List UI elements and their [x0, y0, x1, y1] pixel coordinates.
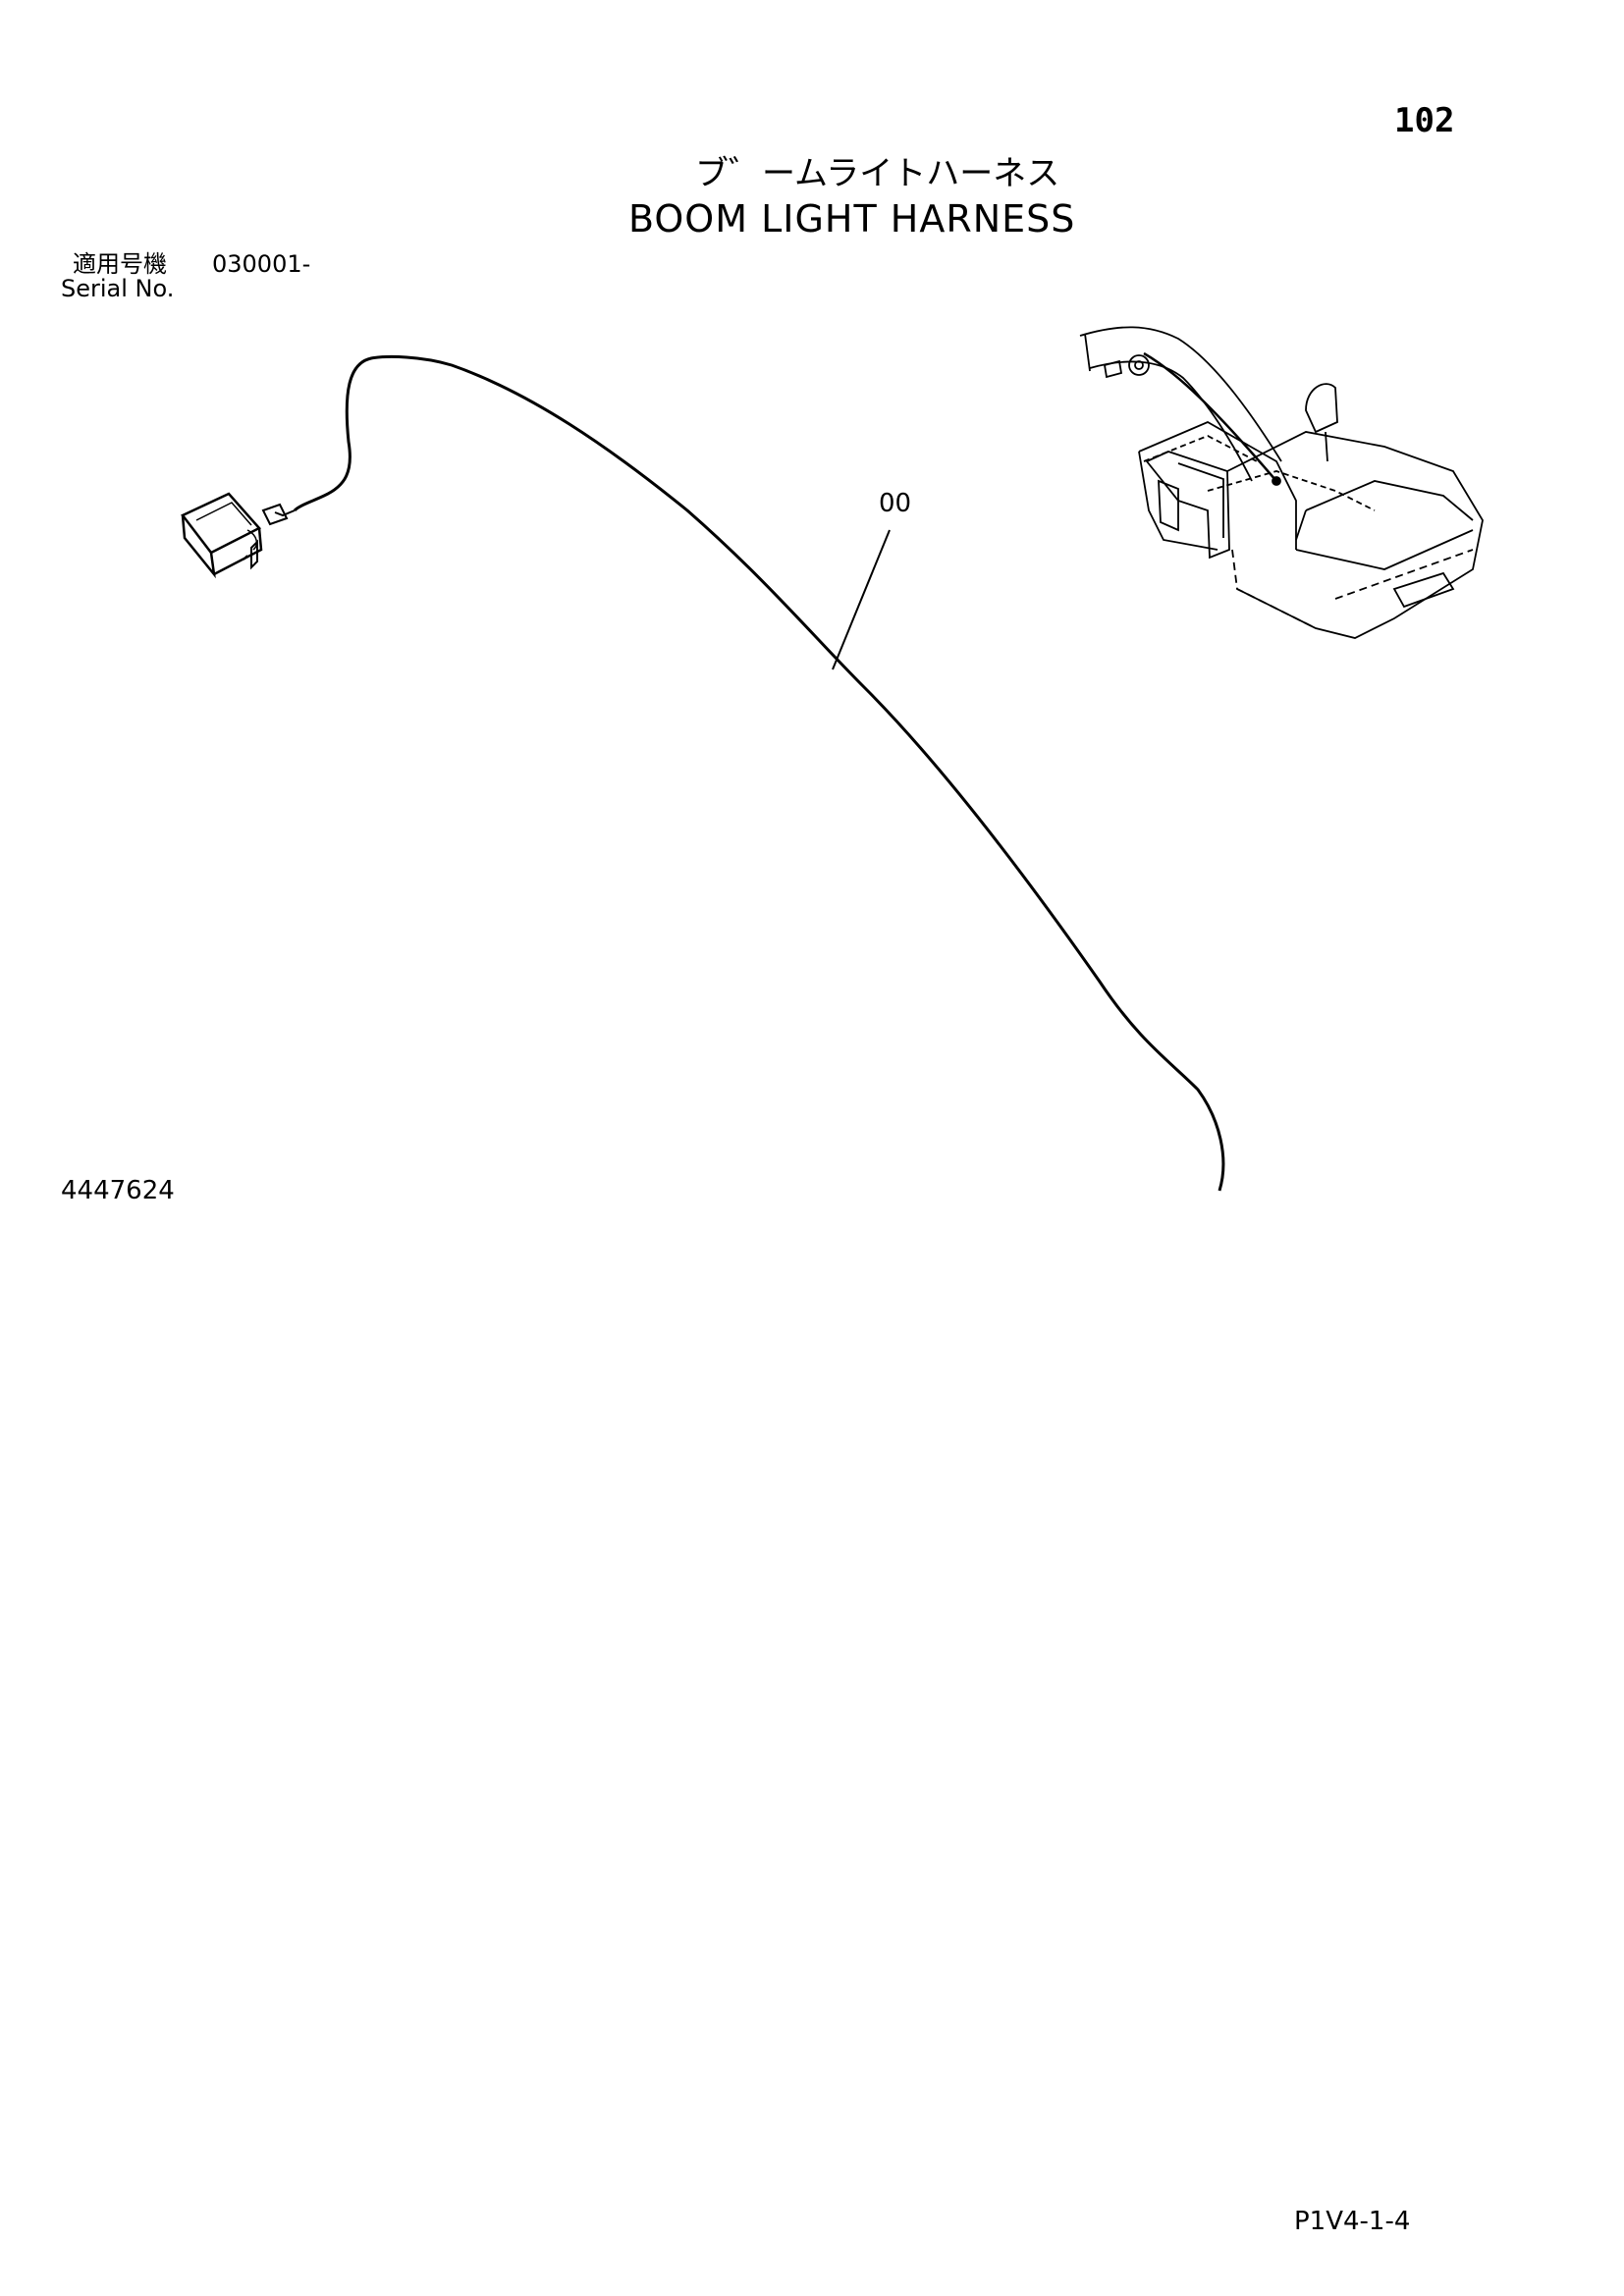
- machine-reference-sketch: [1079, 326, 1484, 639]
- title-english: BOOM LIGHT HARNESS: [628, 197, 1076, 240]
- callout-label-00: 00: [879, 489, 912, 518]
- footer-code: P1V4-1-4: [1294, 2207, 1411, 2236]
- title-japanese: ブ゛ームライトハーネス: [695, 154, 1060, 193]
- serial-label-japanese: 適用号機: [73, 250, 167, 278]
- page-number: 102: [1394, 101, 1455, 140]
- boom-light-lamp: [181, 492, 263, 579]
- serial-number-value: 030001-: [212, 250, 311, 278]
- callout-leader: [832, 529, 891, 670]
- harness-cable-tail: [274, 509, 296, 517]
- harness-cable: [293, 354, 1225, 1192]
- serial-label-english: Serial No.: [61, 275, 175, 302]
- part-number: 4447624: [61, 1176, 175, 1205]
- connector: [261, 503, 289, 526]
